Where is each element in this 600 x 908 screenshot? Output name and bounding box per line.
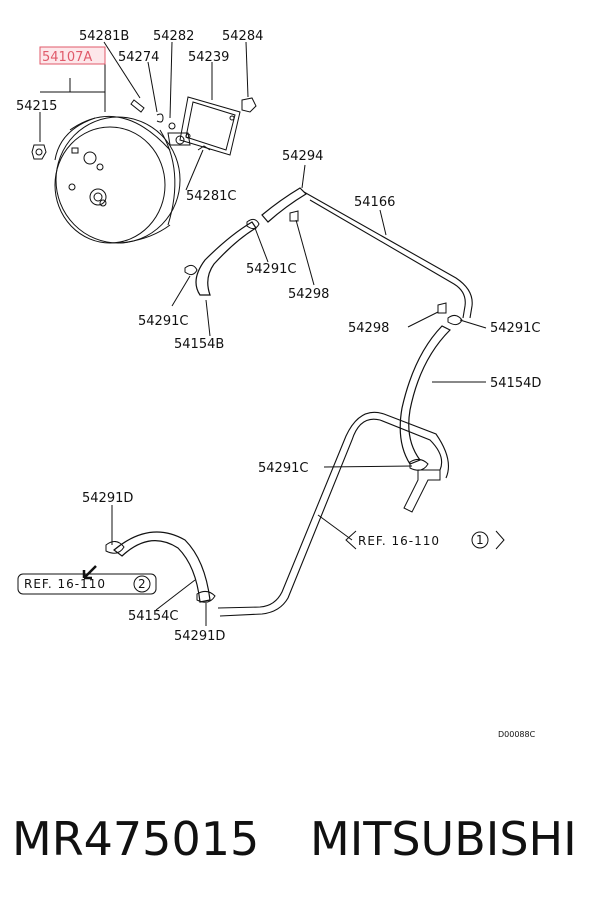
ref-1-text: REF. 16-110: [358, 534, 440, 548]
label-54291C-a: 54291C: [246, 262, 296, 277]
label-54291C-b: 54291C: [138, 314, 188, 329]
leader-lines: [39, 41, 487, 626]
label-54298-b: 54298: [348, 321, 389, 336]
ref-callout-1: REF. 16-110 1: [345, 530, 505, 550]
label-54281C: 54281C: [186, 189, 236, 204]
tube-ref-16-110-1: [219, 418, 443, 617]
part-number: MR475015: [12, 812, 259, 866]
gasket: [179, 96, 241, 156]
brake-booster: [54, 115, 181, 244]
label-54215: 54215: [16, 99, 57, 114]
clamp-54291C-d: [409, 458, 429, 471]
label-54274: 54274: [118, 50, 159, 65]
stud-54215: [31, 144, 47, 160]
label-54291D-a: 54291D: [82, 491, 133, 506]
highlight-box: [39, 46, 106, 65]
brand-name: MITSUBISHI: [310, 812, 577, 866]
check-valve-parts: [130, 99, 191, 146]
ref-2-text: REF. 16-110: [24, 577, 106, 591]
label-54154C: 54154C: [128, 609, 178, 624]
connector-54298-b: [437, 302, 447, 314]
fitting: [403, 469, 441, 513]
label-54291C-d: 54291C: [258, 461, 308, 476]
label-54294: 54294: [282, 149, 323, 164]
label-54166: 54166: [354, 195, 395, 210]
pin-54281C: [197, 145, 211, 151]
clamp-54291C-a: [184, 264, 198, 276]
label-54282: 54282: [153, 29, 194, 44]
label-54239: 54239: [188, 50, 229, 65]
hose-54294: [261, 187, 307, 223]
hose-54154C: [113, 531, 211, 603]
label-54154B: 54154B: [174, 337, 224, 352]
clamp-54291C-b: [246, 218, 260, 230]
label-54281B: 54281B: [79, 29, 129, 44]
ref-callout-2: REF. 16-110 2: [17, 573, 157, 595]
clamp-54291D-b: [196, 590, 216, 603]
drawing-code: D00088C: [498, 730, 536, 739]
connector-54298-a: [289, 210, 299, 222]
hose-54154D: [399, 325, 452, 465]
nut-54284: [241, 97, 257, 113]
clamp-54291C-c: [447, 314, 463, 326]
label-54107A: 54107A: [42, 50, 92, 65]
label-54298-a: 54298: [288, 287, 329, 302]
ref-2-number: 2: [138, 577, 147, 591]
label-54291D-b: 54291D: [174, 629, 225, 644]
tube-54166: [303, 191, 473, 319]
label-54154D: 54154D: [490, 376, 541, 391]
ref-1-number: 1: [476, 533, 485, 547]
label-54291C-c: 54291C: [490, 321, 540, 336]
label-54284: 54284: [222, 29, 263, 44]
hose-54154B: [195, 221, 257, 296]
